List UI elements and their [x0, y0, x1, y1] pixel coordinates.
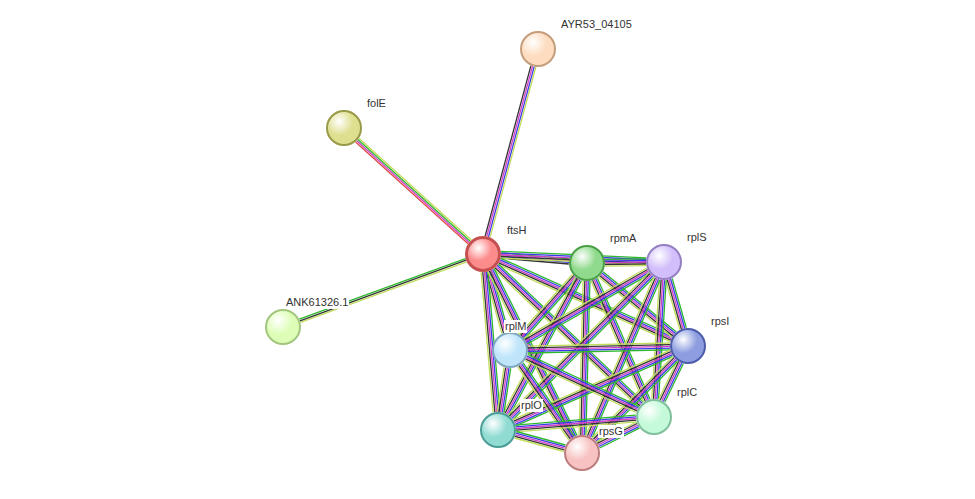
protein-node: rplO [480, 412, 516, 448]
evidence-line [358, 140, 470, 242]
evidence-line [497, 367, 504, 411]
node-label: ANK61326.1 [285, 296, 349, 309]
interaction-edge [605, 259, 646, 266]
node-label: rplS [686, 231, 708, 244]
node-label: rpsI [710, 315, 730, 328]
node-label: rplM [504, 320, 527, 333]
evidence-line [667, 280, 681, 329]
protein-node: rplS [646, 244, 682, 280]
node-label: folE [366, 97, 387, 110]
interaction-edge [515, 432, 566, 452]
evidence-line [515, 438, 564, 452]
evidence-line [359, 138, 471, 240]
evidence-line [605, 262, 646, 264]
evidence-line [357, 141, 469, 243]
evidence-line [605, 260, 646, 262]
interaction-edge [485, 66, 536, 238]
protein-node: ANK61326.1 [265, 309, 301, 345]
evidence-line [300, 260, 466, 321]
evidence-line [666, 280, 680, 329]
interaction-edge [299, 259, 466, 323]
evidence-line [598, 425, 638, 445]
evidence-line [605, 265, 646, 267]
evidence-line [299, 259, 465, 320]
protein-node: rplM [492, 332, 528, 368]
node-label: rpsG [598, 425, 624, 438]
node-label: ftsH [506, 224, 528, 237]
evidence-line [526, 358, 637, 410]
protein-node: folE [326, 110, 362, 146]
evidence-line [597, 361, 678, 442]
interaction-edge [597, 422, 640, 448]
evidence-line [597, 424, 637, 444]
interaction-edge [356, 138, 472, 244]
interaction-edge [497, 367, 510, 412]
evidence-line [597, 422, 637, 442]
protein-node: rpmA [569, 245, 605, 281]
evidence-line [605, 258, 646, 260]
evidence-line [481, 272, 493, 412]
protein-node: rpsI [670, 328, 706, 364]
interaction-edge [652, 280, 666, 400]
node-label: rplC [676, 386, 698, 399]
evidence-line [356, 142, 468, 244]
evidence-line [301, 262, 467, 323]
protein-node: rpsG [564, 435, 600, 471]
evidence-line [528, 343, 670, 346]
interaction-edge [518, 363, 575, 440]
protein-node: AYR53_04105 [520, 31, 556, 67]
evidence-line [489, 67, 535, 237]
evidence-line [487, 66, 533, 236]
interaction-edge [666, 278, 687, 329]
evidence-line [605, 263, 646, 265]
evidence-line [485, 66, 531, 236]
evidence-line [490, 67, 536, 237]
evidence-line [515, 436, 564, 450]
node-label: rplO [520, 399, 543, 412]
node-label: AYR53_04105 [560, 18, 633, 31]
interaction-edge [528, 343, 670, 353]
protein-node: rplC [636, 399, 672, 435]
node-label: rpmA [609, 232, 637, 245]
evidence-line [526, 271, 649, 341]
evidence-line [515, 435, 564, 448]
protein-node: ftsH [465, 236, 501, 272]
evidence-line [669, 279, 683, 328]
